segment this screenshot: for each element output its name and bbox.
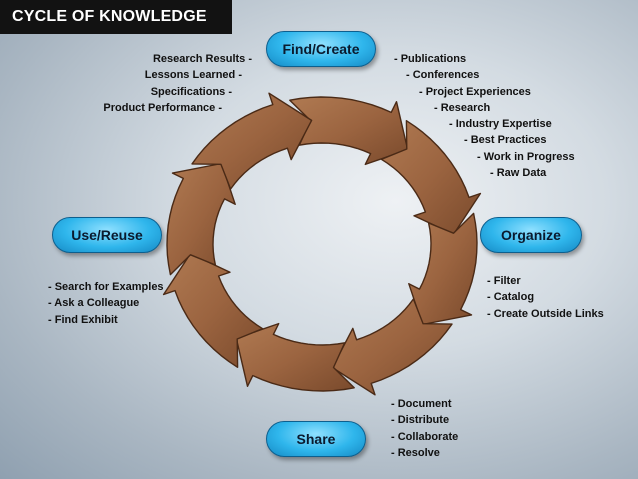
cycle-arrow-3	[408, 212, 478, 326]
cycle-arrow-5	[235, 322, 355, 392]
organize-list: - Filter - Catalog - Create Outside Link…	[487, 273, 604, 322]
list-item: Research Results -	[152, 53, 252, 65]
list-item: - Industry Expertise	[449, 118, 552, 131]
list-item: Specifications -	[150, 85, 232, 98]
list-item: - Ask a Colleague	[48, 297, 140, 310]
find-create-right-list: - Publications - Conferences - Project E…	[394, 51, 575, 181]
stage-share-label: Share	[296, 431, 336, 447]
cycle-arrow-4	[331, 298, 453, 396]
list-item: Product Performance -	[103, 101, 222, 114]
list-item: - Publications	[394, 53, 467, 65]
list-item: - Work in Progress	[477, 150, 575, 163]
share-list: - Document - Distribute - Collaborate - …	[391, 396, 458, 461]
list-item: - Research	[434, 101, 491, 114]
cycle-ring	[162, 92, 482, 396]
cycle-arrow-8	[191, 92, 313, 190]
list-item: - Conferences	[406, 69, 480, 82]
stage-share: Share	[266, 421, 366, 457]
stage-find-create: Find/Create	[266, 31, 376, 67]
list-item: - Collaborate	[391, 430, 459, 443]
cycle-arrow-1	[289, 96, 409, 166]
stage-organize-label: Organize	[501, 227, 561, 243]
list-item: - Create Outside Links	[487, 307, 604, 320]
list-item: - Filter	[487, 275, 521, 287]
use-reuse-list: - Search for Examples - Ask a Colleague …	[48, 279, 164, 328]
list-item: Lessons Learned -	[144, 69, 242, 82]
list-item: - Project Experiences	[419, 85, 531, 98]
list-item: - Find Exhibit	[48, 313, 118, 326]
list-item: - Raw Data	[490, 167, 547, 180]
cycle-arrow-7	[166, 162, 236, 276]
list-item: - Catalog	[487, 291, 535, 304]
list-item: - Distribute	[391, 414, 450, 427]
stage-use-reuse: Use/Reuse	[52, 217, 162, 253]
diagram-title: CYCLE OF KNOWLEDGE	[0, 0, 232, 34]
stage-use-reuse-label: Use/Reuse	[71, 227, 143, 243]
find-create-left-list: Research Results - Lessons Learned - Spe…	[103, 51, 252, 116]
stage-find-create-label: Find/Create	[282, 41, 360, 57]
cycle-arrow-2	[380, 120, 482, 235]
list-item: - Search for Examples	[48, 281, 164, 293]
stage-organize: Organize	[480, 217, 582, 253]
cycle-arrow-6	[162, 253, 264, 368]
list-item: - Document	[391, 398, 452, 410]
list-item: - Resolve	[391, 446, 440, 459]
list-item: - Best Practices	[464, 134, 547, 147]
